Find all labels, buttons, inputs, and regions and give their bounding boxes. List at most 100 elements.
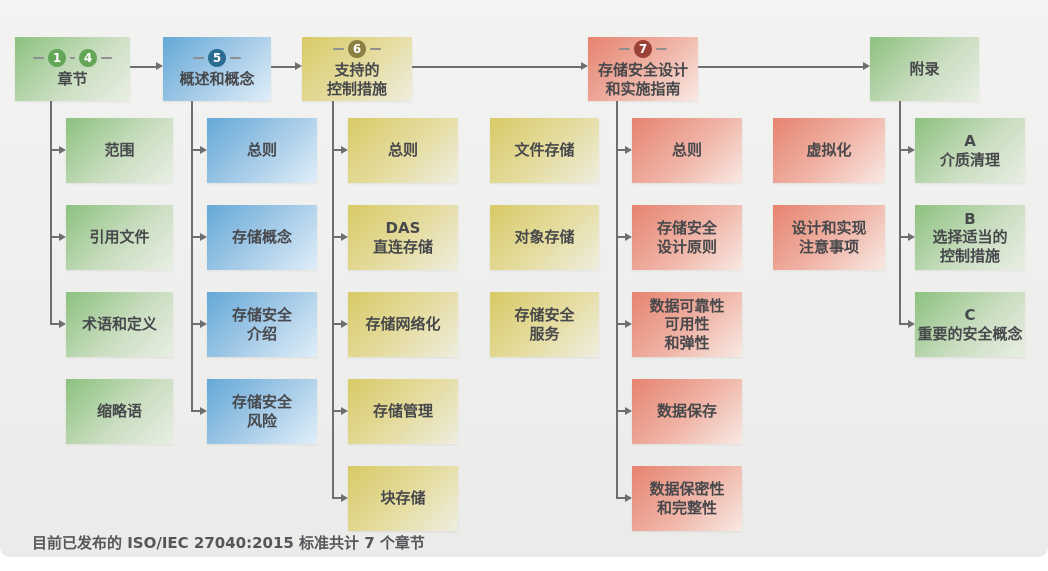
dash-line	[193, 57, 204, 60]
arrow-head	[59, 319, 66, 328]
arrow-head	[908, 232, 915, 241]
node-label: 总则	[671, 141, 702, 160]
node-label: 数据保存	[656, 402, 717, 421]
node-box: A 介质清理	[915, 118, 1025, 183]
arrow-head	[625, 232, 632, 241]
arrow-head	[908, 319, 915, 328]
connector-line	[616, 236, 627, 238]
connector-line	[332, 410, 343, 412]
header-design-guidance: 7 存储安全设计 和实施指南	[588, 37, 698, 101]
node-box: DAS 直连存储	[348, 205, 458, 270]
node-label: 总则	[387, 141, 418, 160]
connector-line	[332, 323, 343, 325]
connector-line	[616, 323, 627, 325]
node-box: 引用文件	[66, 205, 173, 270]
connector-line	[616, 410, 627, 412]
node-label: 范围	[104, 141, 135, 160]
node-box: 总则	[348, 118, 458, 183]
node-label: 存储安全 设计原则	[656, 219, 717, 256]
node-label: 块存储	[380, 489, 426, 508]
header-supporting-controls: 6 支持的 控制措施	[302, 37, 412, 101]
dash-line	[656, 48, 667, 51]
connector-line	[616, 149, 627, 151]
connector-line	[899, 236, 910, 238]
dash-line	[333, 48, 344, 51]
connector-line	[899, 323, 910, 325]
node-box: 总则	[632, 118, 742, 183]
connector-line	[616, 497, 627, 499]
node-label: 缩略语	[96, 402, 142, 421]
chapter-number-circle: 6	[348, 40, 366, 59]
connector-line	[332, 497, 343, 499]
connector-trunk	[50, 101, 52, 324]
node-label: 文件存储	[514, 141, 575, 160]
connector-line	[191, 323, 202, 325]
node-box: C 重要的安全概念	[915, 292, 1025, 357]
footer-caption: 目前已发布的 ISO/IEC 27040:2015 标准共计 7 个章节	[32, 534, 425, 552]
connector-line	[191, 236, 202, 238]
connector-line	[191, 410, 202, 412]
arrow-head	[295, 62, 302, 70]
node-label: 数据保密性 和完整性	[649, 480, 725, 517]
node-box: 存储安全 设计原则	[632, 205, 742, 270]
connector-line	[899, 149, 910, 151]
node-box: 范围	[66, 118, 173, 183]
node-label: 数据可靠性 可用性 和弹性	[649, 297, 725, 352]
node-box: 术语和定义	[66, 292, 173, 357]
connector-line	[50, 323, 61, 325]
arrow-head	[200, 232, 207, 241]
header-label: 存储安全设计 和实施指南	[597, 61, 688, 98]
node-label: 存储安全 风险	[231, 393, 292, 430]
connector-line	[130, 66, 156, 68]
node-box: B 选择适当的 控制措施	[915, 205, 1025, 270]
node-box: 虚拟化	[773, 118, 885, 183]
node-box: 存储概念	[207, 205, 317, 270]
arrow-head	[341, 319, 348, 328]
header-label: 章节	[57, 70, 88, 89]
dash-line	[70, 57, 75, 60]
chapter-number-circle: 1	[48, 49, 66, 68]
node-label: 引用文件	[89, 228, 150, 247]
dash-line	[101, 57, 112, 60]
dash-line	[33, 57, 44, 60]
arrow-head	[625, 493, 632, 502]
node-label: 对象存储	[514, 228, 575, 247]
node-label: 虚拟化	[806, 141, 852, 160]
chapter-number-circle: 7	[634, 40, 652, 59]
dash-line	[370, 48, 381, 51]
connector-line	[271, 66, 295, 68]
arrow-head	[863, 62, 870, 70]
arrow-head	[200, 145, 207, 154]
arrow-head	[625, 406, 632, 415]
node-label: 存储管理	[372, 402, 433, 421]
chapter-number-circle: 5	[208, 49, 226, 68]
dash-line	[619, 48, 630, 51]
arrow-head	[581, 62, 588, 70]
node-box: 对象存储	[490, 205, 599, 270]
node-box: 文件存储	[490, 118, 599, 183]
header-label: 概述和概念	[179, 70, 255, 89]
arrow-head	[200, 406, 207, 415]
arrow-head	[59, 145, 66, 154]
node-box: 数据保存	[632, 379, 742, 444]
node-label: 存储安全 服务	[514, 306, 575, 343]
node-label: 存储安全 介绍	[231, 306, 292, 343]
arrow-head	[908, 145, 915, 154]
connector-line	[332, 149, 343, 151]
arrow-head	[59, 232, 66, 241]
arrow-head	[625, 319, 632, 328]
node-label: 术语和定义	[81, 315, 157, 334]
node-box: 存储安全 风险	[207, 379, 317, 444]
chapter-number-badge: 1 4	[33, 49, 112, 68]
node-box: 缩略语	[66, 379, 173, 444]
node-label: DAS 直连存储	[372, 219, 433, 256]
connector-line	[50, 236, 61, 238]
chapter-number-badge: 6	[333, 40, 381, 59]
connector-trunk	[191, 101, 193, 411]
node-label: 总则	[246, 141, 277, 160]
node-box: 数据可靠性 可用性 和弹性	[632, 292, 742, 357]
arrow-head	[341, 493, 348, 502]
node-label: 存储网络化	[365, 315, 441, 334]
header-chapters-1-4: 1 4 章节	[15, 37, 130, 101]
